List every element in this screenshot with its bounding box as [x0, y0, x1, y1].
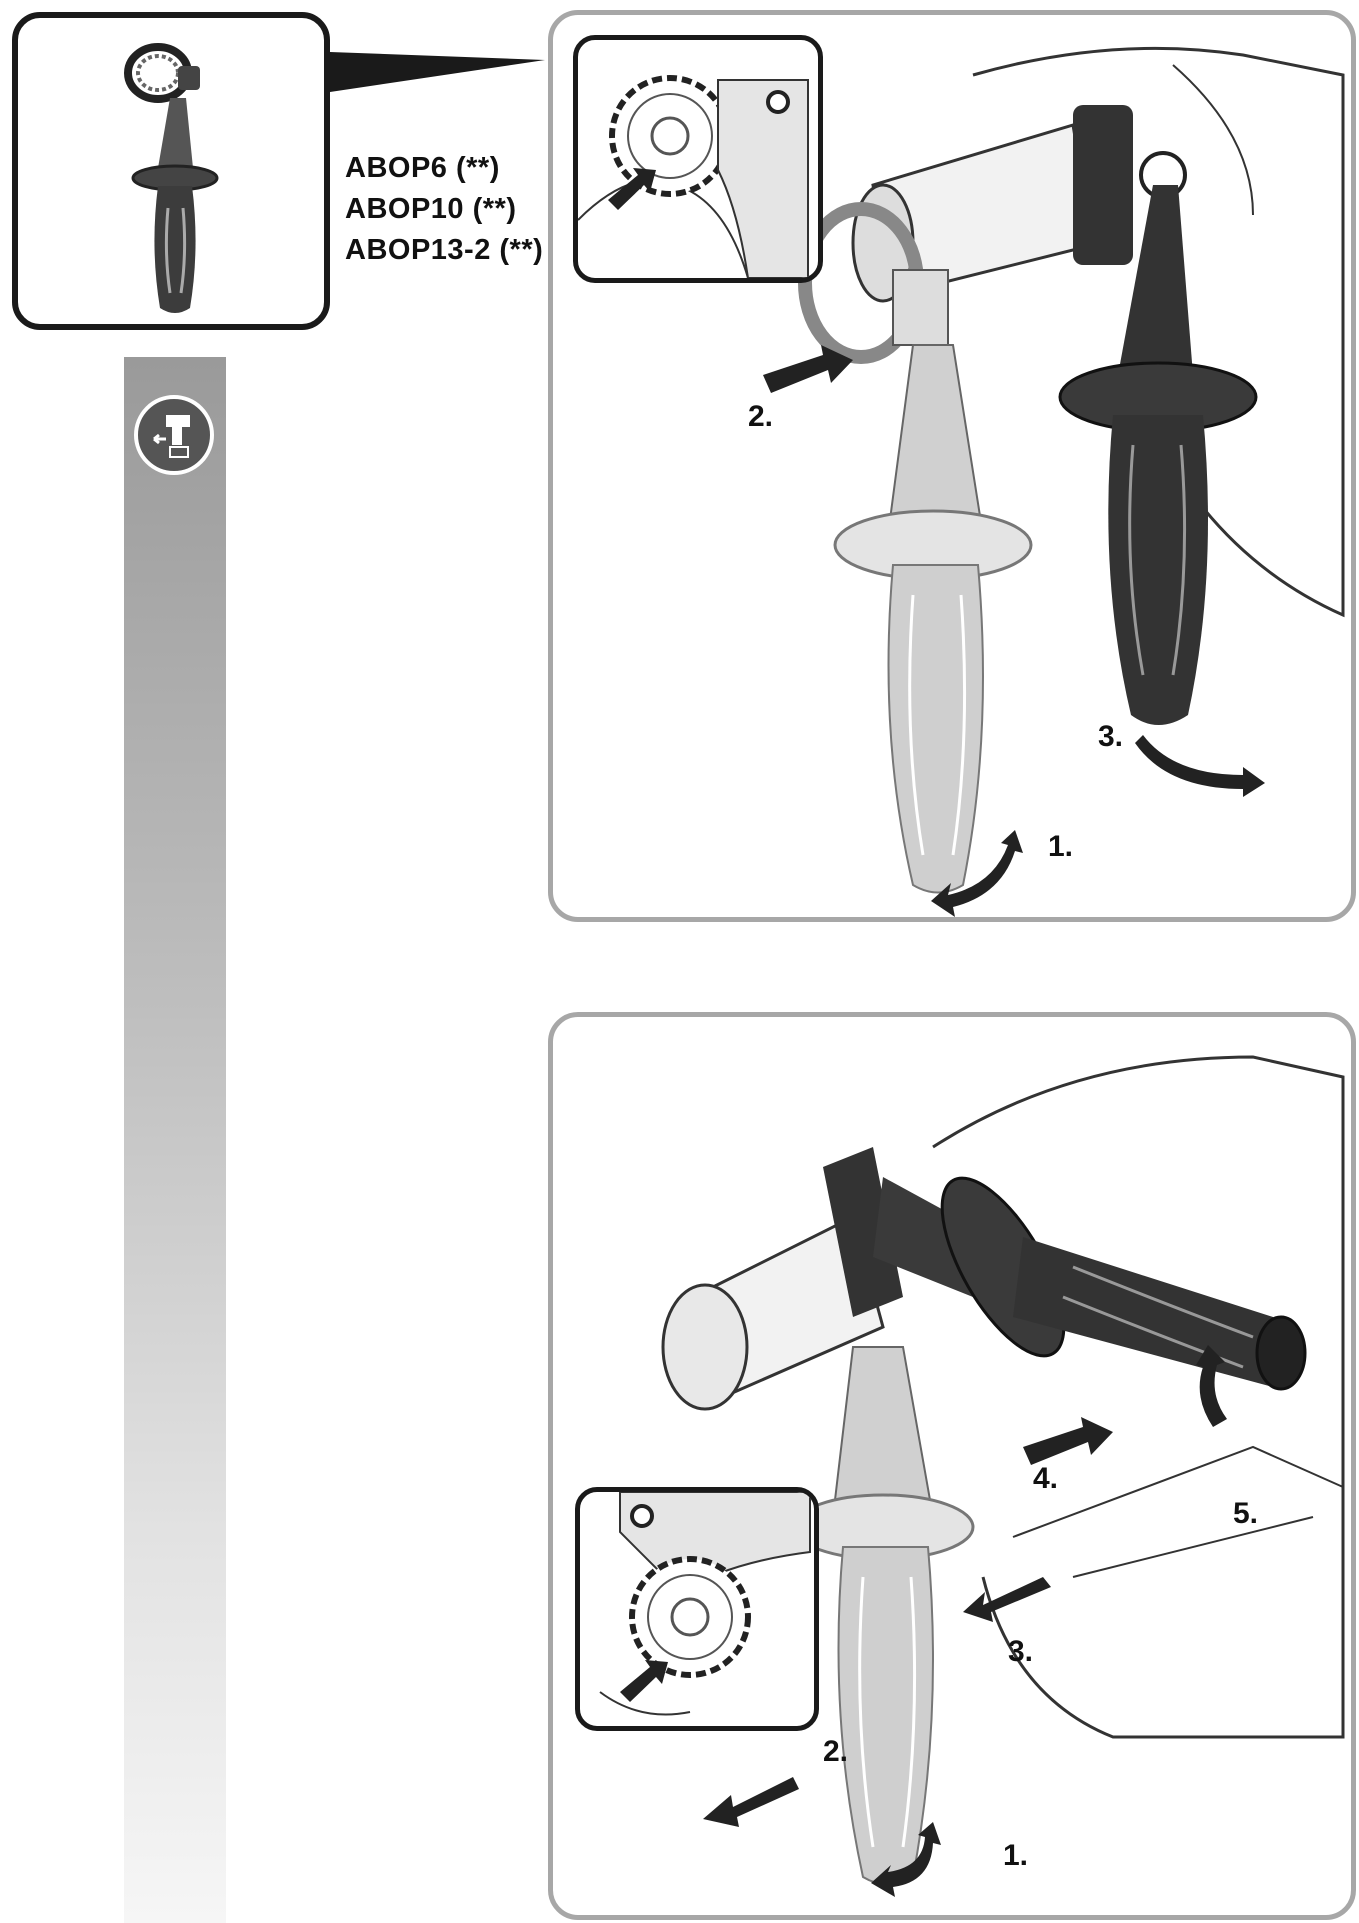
step-label: 1.	[1048, 830, 1074, 863]
step-label: 2.	[823, 1735, 849, 1768]
step-label: 5.	[1233, 1497, 1259, 1530]
detail-inset-clamp	[575, 1487, 819, 1731]
clamp-detail-illustration	[599, 1492, 811, 1716]
mount-illustration	[763, 46, 1345, 917]
model-label: ABOP13-2 (**)	[345, 234, 544, 266]
reposition-illustration	[661, 1055, 1345, 1897]
step-label: 3.	[1008, 1635, 1034, 1668]
step-label: 4.	[1033, 1462, 1059, 1495]
insert-arrow	[763, 345, 853, 393]
handle-thumbnail-box	[12, 12, 330, 330]
step-label: 1.	[1003, 1839, 1029, 1872]
step-panel-reposition: 2. 3. 4. 5. 1.	[548, 1012, 1356, 1920]
model-list: ABOP6 (**) ABOP10 (**) ABOP13-2 (**)	[345, 148, 543, 271]
battery-removal-icon	[134, 395, 214, 475]
clamp-detail-illustration	[578, 75, 809, 278]
model-label: ABOP6 (**)	[345, 152, 500, 184]
step-label: 2.	[748, 400, 774, 433]
model-label: ABOP10 (**)	[345, 193, 517, 225]
step-panel-mount: 2. 3. 1.	[548, 10, 1356, 922]
step-label: 3.	[1098, 720, 1124, 753]
detail-inset-clamp	[573, 35, 823, 283]
side-gradient-strip	[124, 357, 226, 1923]
side-handle-thumbnail	[124, 43, 219, 313]
